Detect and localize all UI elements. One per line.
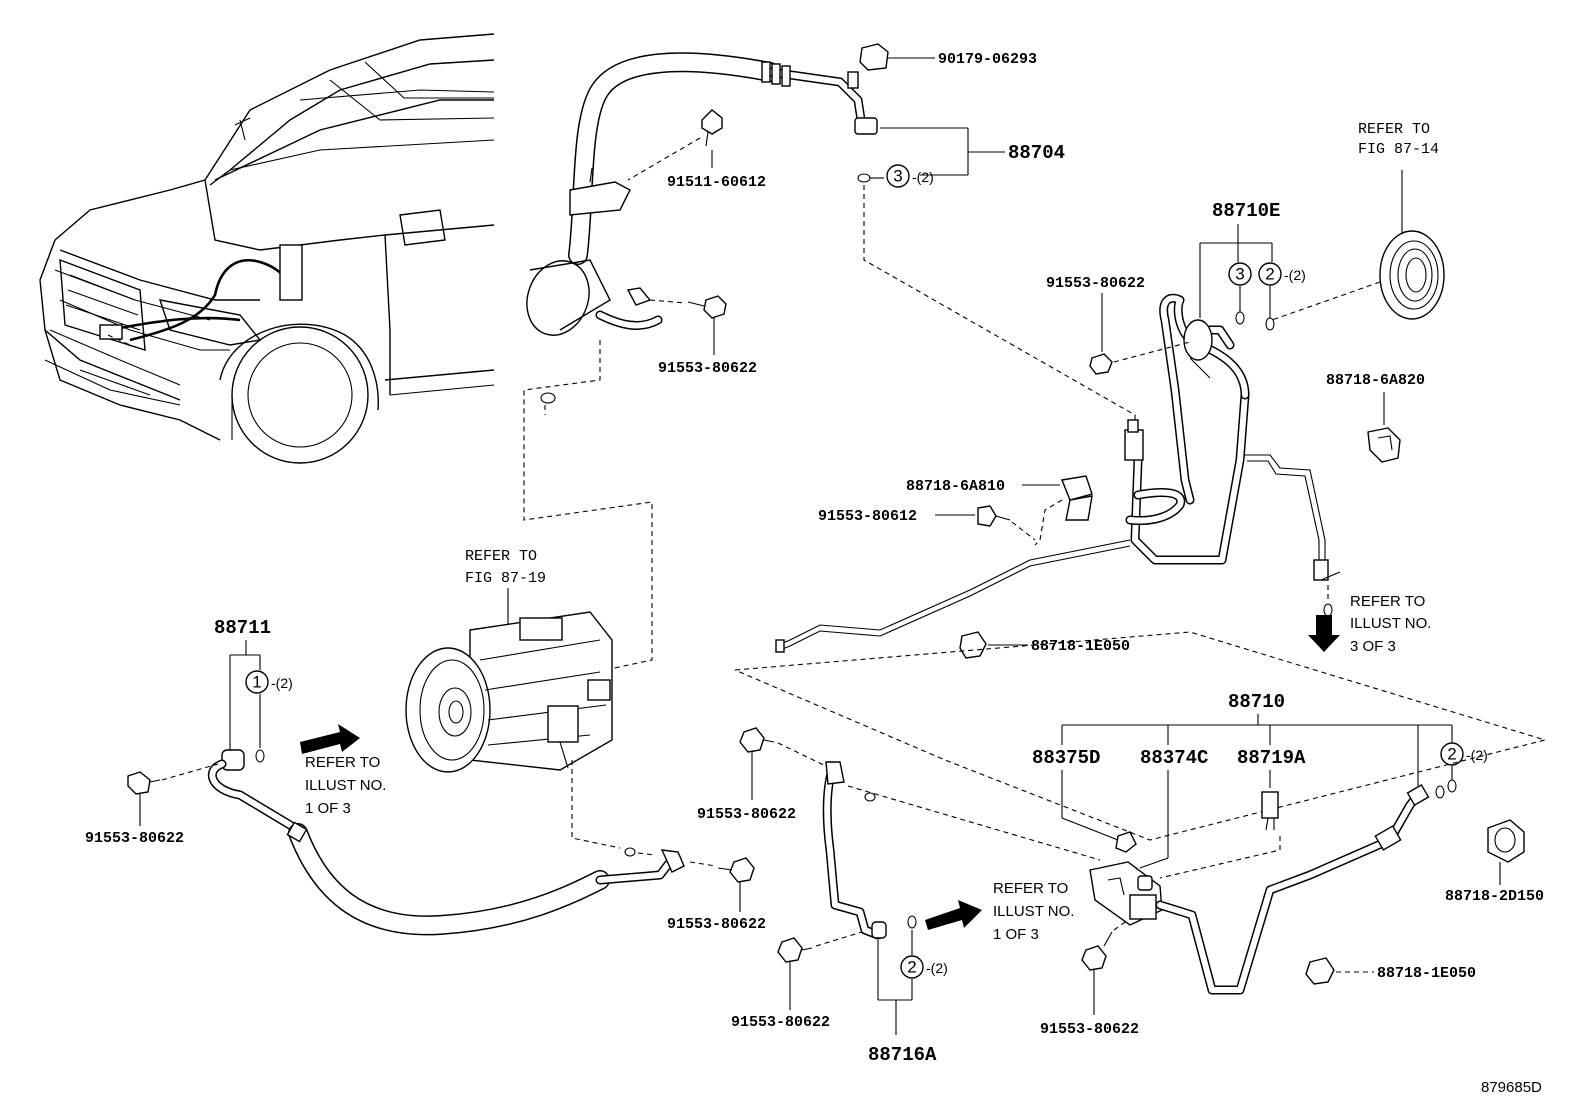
callout-88710: 88710 2 -(2) 88375D 88374C 88719A	[1032, 691, 1488, 879]
liquid-pipe-88710E	[775, 293, 1341, 653]
ref-fig-87-19-line1: REFER TO	[465, 548, 537, 565]
dashed-group-frame	[734, 631, 1548, 841]
circle-1-left: 1	[252, 673, 261, 692]
circle-3-mid: 3	[1235, 265, 1244, 284]
qty-left: -(2)	[271, 675, 293, 691]
label-88719A: 88719A	[1237, 747, 1306, 769]
label-91553-80622-center: 91553-80622	[697, 806, 796, 823]
circle-3-top: 3	[893, 167, 902, 186]
ref-illust1a-line3: 1 OF 3	[305, 800, 351, 817]
qty-mid: -(2)	[1284, 267, 1306, 283]
bolt-91553-bottom-left: 91553-80622	[731, 931, 863, 1031]
label-88711: 88711	[214, 617, 271, 639]
callout-88710E: 88710E 3 2 -(2)	[1199, 200, 1306, 331]
bolt-91553-left: 91553-80622	[85, 763, 219, 847]
label-88704: 88704	[1008, 142, 1065, 164]
label-88716A: 88716A	[868, 1044, 937, 1066]
pipe-88716A: 2 -(2) 88716A	[822, 761, 1101, 1066]
bolt-91511-60612: 91511-60612	[627, 109, 766, 191]
label-91553-80622-comp: 91553-80622	[667, 916, 766, 933]
qty-top: -(2)	[912, 169, 934, 185]
vehicle-illustration	[39, 33, 495, 464]
label-91553-80622-top: 91553-80622	[658, 360, 757, 377]
clamp-88718-2D150: 88718-2D150	[1445, 819, 1544, 905]
ref-fig-87-19-line2: FIG 87-19	[465, 570, 546, 587]
receiver-block	[1089, 783, 1430, 995]
qty-right: -(2)	[1466, 747, 1488, 763]
callout-88704: 88704 3 -(2)	[857, 127, 1136, 425]
ref-illust1b-line2: ILLUST NO.	[993, 903, 1074, 920]
arrow-illust1b	[925, 900, 982, 930]
qty-bottom: -(2)	[926, 960, 948, 976]
clamp-88718-1E050-mid: 88718-1E050	[959, 631, 1130, 659]
evaporator-grommet	[1271, 170, 1445, 321]
label-91553-80622-left: 91553-80622	[85, 830, 184, 847]
ref-fig-87-14-line2: FIG 87-14	[1358, 141, 1439, 158]
label-88718-1E050-mid: 88718-1E050	[1031, 638, 1130, 655]
label-88375D: 88375D	[1032, 747, 1100, 769]
label-88710: 88710	[1228, 691, 1285, 713]
bolt-91553-right: 91553-80622	[1046, 275, 1191, 375]
ref-illust3-line2: ILLUST NO.	[1350, 615, 1431, 632]
suction-hose-assembly	[523, 52, 878, 671]
bolt-91553-comp: 91553-80622	[667, 857, 766, 933]
label-91553-80612: 91553-80612	[818, 508, 917, 525]
label-88718-2D150: 88718-2D150	[1445, 888, 1544, 905]
ref-illust3-line1: REFER TO	[1350, 593, 1425, 610]
label-91553-80622-bottom-right: 91553-80622	[1040, 1021, 1139, 1038]
ref-fig-87-14-line1: REFER TO	[1358, 121, 1430, 138]
ref-illust1a-line2: ILLUST NO.	[305, 777, 386, 794]
ref-illust3-line3: 3 OF 3	[1350, 638, 1396, 655]
label-88710E: 88710E	[1212, 200, 1280, 222]
ref-illust1a-line1: REFER TO	[305, 754, 380, 771]
bolt-91553-top: 91553-80622	[649, 295, 757, 377]
label-91553-80622-right: 91553-80622	[1046, 275, 1145, 292]
clamp-88718-6A810: 88718-6A810	[906, 475, 1093, 546]
ref-illust1b-line3: 1 OF 3	[993, 926, 1039, 943]
arrow-illust1a	[300, 724, 360, 754]
discharge-hose-88711: 88711 1 -(2)	[207, 617, 717, 936]
bolt-91553-80612: 91553-80612	[818, 505, 1036, 541]
clamp-88718-6A820: 88718-6A820	[1326, 372, 1425, 463]
figure-id: 879685D	[1481, 1079, 1542, 1096]
label-88718-6A820: 88718-6A820	[1326, 372, 1425, 389]
cap-90179: 90179-06293	[859, 43, 1037, 71]
bolt-91553-bottom-right: 91553-80622	[1040, 919, 1139, 1038]
clamp-88718-1E050-bottom: 88718-1E050	[1305, 957, 1476, 985]
circle-2-mid: 2	[1265, 265, 1274, 284]
ac-compressor	[405, 588, 613, 773]
label-91511-60612: 91511-60612	[667, 174, 766, 191]
label-88374C: 88374C	[1140, 747, 1208, 769]
bolt-91553-center: 91553-80622	[697, 727, 831, 823]
circle-2-bottom: 2	[907, 958, 916, 977]
circle-2-right: 2	[1447, 745, 1456, 764]
label-88718-1E050-bottom: 88718-1E050	[1377, 965, 1476, 982]
label-88718-6A810: 88718-6A810	[906, 478, 1005, 495]
label-91553-80622-bottom-left: 91553-80622	[731, 1014, 830, 1031]
ref-illust1b-line1: REFER TO	[993, 880, 1068, 897]
label-90179-06293: 90179-06293	[938, 51, 1037, 68]
